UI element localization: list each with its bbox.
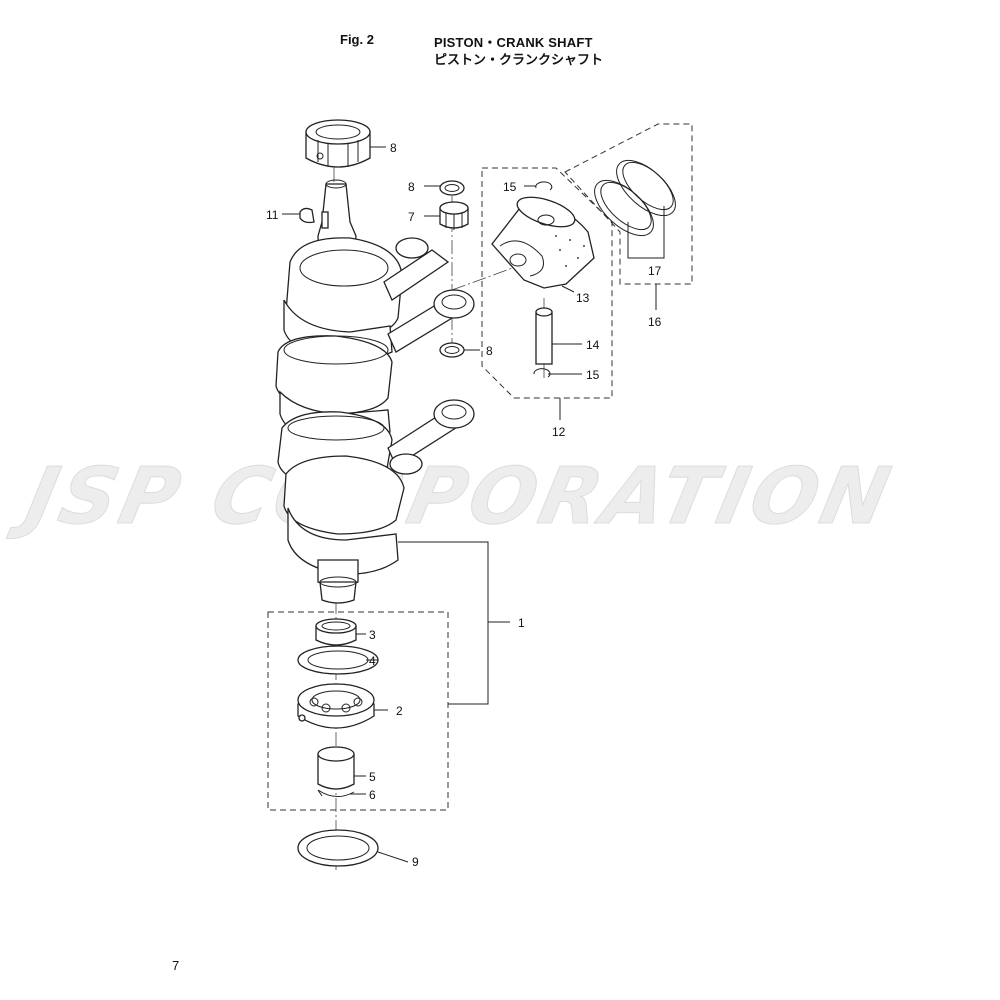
- callout-7: 7: [408, 210, 415, 224]
- callout-1: 1: [518, 616, 525, 630]
- callout-12: 12: [552, 425, 566, 439]
- callout-10: 9: [412, 855, 419, 869]
- callout-5: 5: [369, 770, 376, 784]
- callout-17: 17: [648, 264, 662, 278]
- callout-14: 14: [586, 338, 600, 352]
- group-box-piston: [481, 167, 613, 399]
- callout-4: 4: [369, 654, 376, 668]
- callout-11: 11: [266, 208, 279, 222]
- callout-9: 8: [390, 141, 397, 155]
- part-15-clip-upper: [535, 181, 553, 191]
- page-subtitle-japanese: ピストン・クランクシャフト: [434, 52, 604, 67]
- part-10-washer: [297, 829, 379, 867]
- callout-16: 16: [648, 315, 662, 329]
- callout-6: 6: [369, 788, 376, 802]
- callout-13: 13: [576, 291, 590, 305]
- part-5-sleeve: [317, 746, 355, 790]
- part-8-washer-lower: [439, 342, 465, 358]
- callout-3: 3: [369, 628, 376, 642]
- part-3-collar: [315, 618, 357, 646]
- group-box-piston-rings: [564, 123, 693, 285]
- part-17-piston-rings: [594, 159, 676, 237]
- callout-8-lower: 8: [486, 344, 493, 358]
- callout-2: 2: [396, 704, 403, 718]
- part-1-crankshaft: [275, 179, 405, 604]
- figure-label: Fig. 2: [340, 32, 374, 47]
- part-6-circlip: [317, 789, 355, 797]
- page-number: 7: [172, 958, 180, 973]
- callout-15-upper: 15: [503, 180, 517, 194]
- connecting-rod-lower: [387, 399, 475, 475]
- group-box-main-bearing: [267, 611, 449, 811]
- part-8-washer-upper: [439, 180, 465, 196]
- part-9-needle-bearing: [305, 119, 371, 168]
- part-15-clip-lower: [533, 368, 551, 378]
- part-11-woodruff-key: [299, 207, 315, 224]
- part-2-ball-bearing: [297, 683, 375, 729]
- part-14-piston-pin: [535, 307, 553, 365]
- leader-lines: [282, 146, 665, 863]
- connecting-rod-upper: [383, 237, 475, 353]
- callout-8-upper: 8: [408, 180, 415, 194]
- part-13-piston: [491, 196, 595, 289]
- part-7-small-needle-bearing: [439, 201, 469, 230]
- page-title: PISTON・CRANK SHAFT: [434, 35, 593, 50]
- callout-15-lower: 15: [586, 368, 600, 382]
